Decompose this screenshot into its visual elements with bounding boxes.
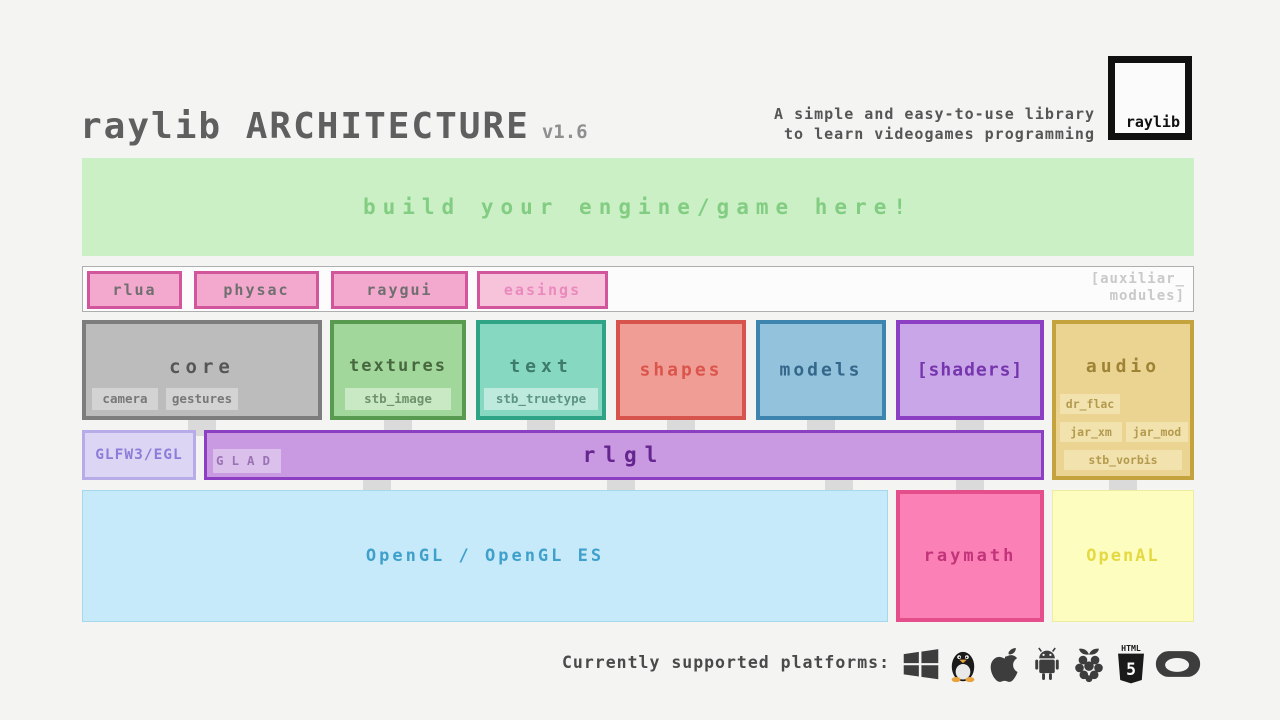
svg-text:HTML: HTML xyxy=(1121,643,1141,653)
raspberry-pi-icon xyxy=(1075,648,1103,683)
module-audio: audio dr_flac jar_xm jar_mod stb_vorbis xyxy=(1052,320,1194,480)
tagline: A simple and easy-to-use library to lear… xyxy=(774,104,1095,144)
apple-icon xyxy=(990,648,1018,682)
chip-gestures: gestures xyxy=(166,388,238,410)
chip-jar-xm: jar_xm xyxy=(1060,422,1122,442)
box-rlgl: rlgl GLAD xyxy=(204,430,1044,480)
windows-icon xyxy=(903,649,939,680)
tagline-line1: A simple and easy-to-use library xyxy=(774,105,1095,123)
module-models-label: models xyxy=(779,359,863,381)
rlgl-label: rlgl xyxy=(582,443,666,467)
aux-module-physac: physac xyxy=(194,271,319,309)
module-shaders-label: [shaders] xyxy=(916,359,1024,381)
module-textures-label: textures xyxy=(349,356,447,376)
version-text: v1.6 xyxy=(541,121,588,143)
box-openal: OpenAL xyxy=(1052,490,1194,622)
chip-stb-image: stb_image xyxy=(345,388,451,410)
chip-dr-flac: dr_flac xyxy=(1060,394,1120,414)
aux-caption: [auxiliar_ modules] xyxy=(1091,271,1185,305)
android-icon xyxy=(1035,647,1059,680)
page-title: raylib ARCHITECTURE v1.6 xyxy=(80,106,588,147)
oculus-icon xyxy=(1155,651,1201,677)
aux-caption-line1: [auxiliar_ xyxy=(1090,271,1185,287)
aux-module-raygui: raygui xyxy=(331,271,468,309)
chip-stb-truetype: stb_truetype xyxy=(484,388,598,410)
module-shaders: [shaders] xyxy=(896,320,1044,420)
box-raymath: raymath xyxy=(896,490,1044,622)
platforms-label: Currently supported platforms: xyxy=(561,653,890,672)
raylib-logo-text: raylib xyxy=(1125,113,1180,131)
chip-glad: GLAD xyxy=(213,449,281,473)
module-core: core camera gestures xyxy=(82,320,322,420)
box-glfw-egl: GLFW3/EGL xyxy=(82,430,196,480)
aux-module-rlua: rlua xyxy=(87,271,182,309)
chip-camera: camera xyxy=(92,388,158,410)
chip-stb-vorbis: stb_vorbis xyxy=(1064,450,1182,470)
module-shapes-label: shapes xyxy=(639,359,723,381)
svg-text:5: 5 xyxy=(1126,660,1136,679)
aux-caption-line2: modules] xyxy=(1109,288,1185,304)
module-audio-label: audio xyxy=(1085,356,1161,377)
module-core-label: core xyxy=(169,356,235,378)
platform-icons: HTML 5 xyxy=(902,640,1202,688)
tagline-line2: to learn videogames programming xyxy=(784,125,1095,143)
raylib-logo: raylib xyxy=(1108,56,1192,140)
title-text: raylib ARCHITECTURE xyxy=(80,106,530,147)
module-text-label: text xyxy=(509,356,573,377)
aux-module-easings: easings xyxy=(477,271,608,309)
module-textures: textures stb_image xyxy=(330,320,466,420)
box-opengl: OpenGL / OpenGL ES xyxy=(82,490,888,622)
module-models: models xyxy=(756,320,886,420)
auxiliary-modules-row: rlua physac raygui easings [auxiliar_ mo… xyxy=(82,266,1194,312)
module-text: text stb_truetype xyxy=(476,320,606,420)
chip-jar-mod: jar_mod xyxy=(1126,422,1188,442)
linux-icon xyxy=(951,651,975,683)
html5-icon: HTML 5 xyxy=(1118,643,1144,684)
engine-banner: build your engine/game here! xyxy=(82,158,1194,256)
module-shapes: shapes xyxy=(616,320,746,420)
